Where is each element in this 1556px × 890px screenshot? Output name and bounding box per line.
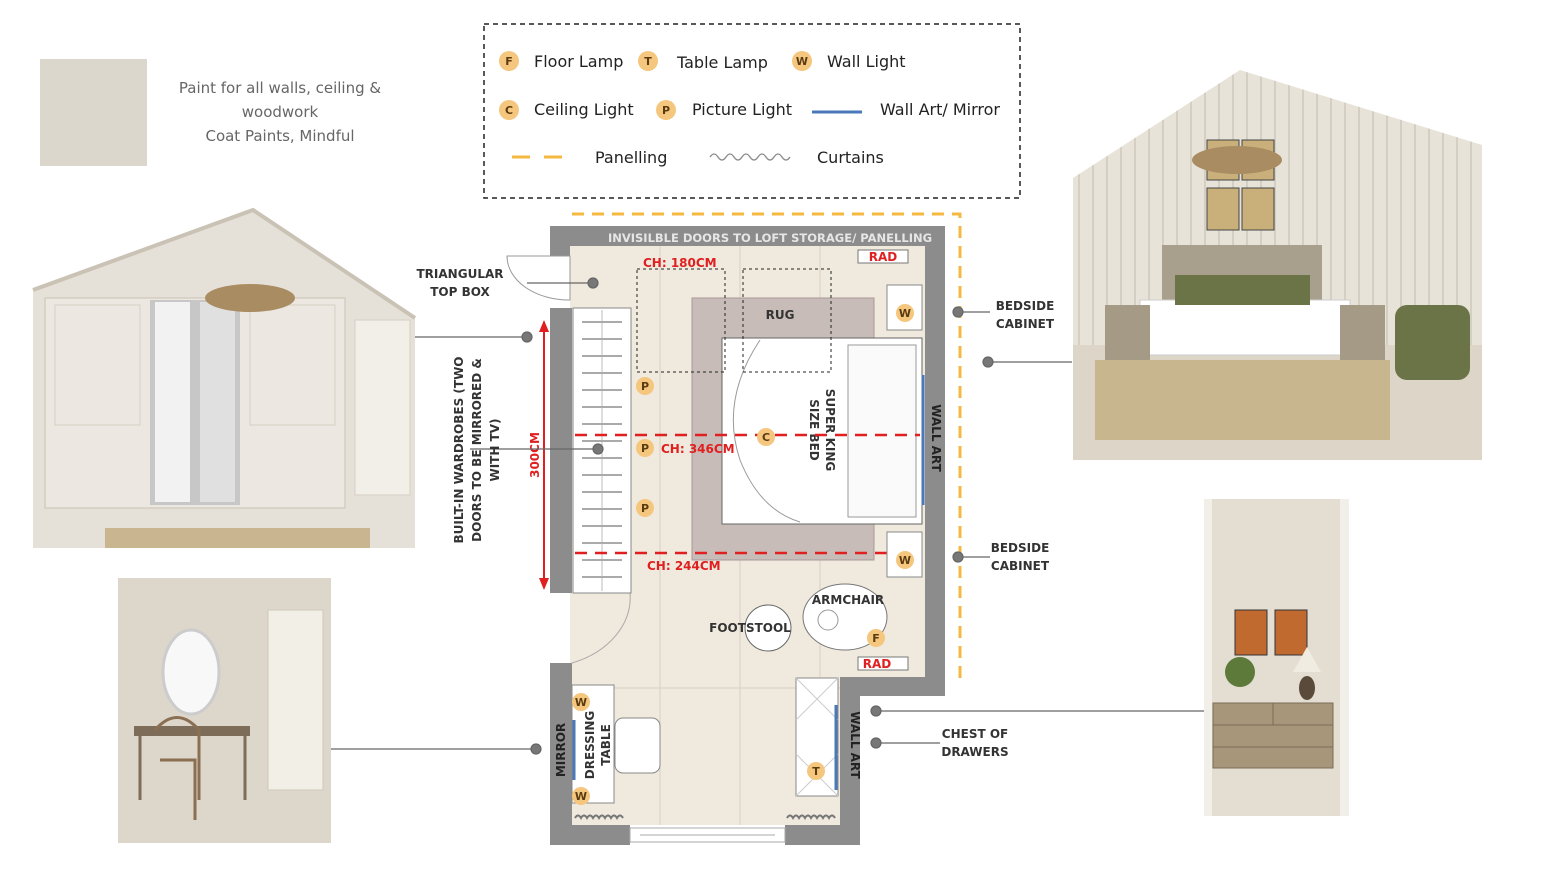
badge-letter: W [899,307,911,320]
ceiling-height-180: CH: 180CM [643,256,717,270]
curtains-icon [709,153,791,161]
footstool [744,604,792,652]
top-wall-label: INVISILBLE DOORS TO LOFT STORAGE/ PANELL… [608,231,932,245]
radiator-label: RAD [869,250,898,264]
callout-triangular-1: TRIANGULAR [417,267,504,281]
radiator-label: RAD [863,657,892,671]
rug-label: RUG [766,308,795,322]
mirror-label: MIRROR [554,723,568,777]
legend-wall-light: W Wall Light [792,51,906,71]
badge-letter: W [575,696,587,709]
wall-light-icon [792,51,812,71]
badge-letter: F [872,632,880,645]
callout-bedside-1: BEDSIDE [996,299,1055,313]
bed-wall-image [1073,70,1482,460]
picture-light-badge: P [636,499,654,517]
legend-label: Floor Lamp [534,52,623,71]
panelling-line [572,212,962,680]
legend-wall-art: Wall Art/ Mirror [812,100,1000,119]
legend-label: Ceiling Light [534,100,634,119]
curtain-right [786,814,836,820]
callout-bedside-1: BEDSIDE [991,541,1050,555]
ceiling-light-badge: C [757,428,775,446]
badge-letter: P [641,442,649,455]
dressing-label-1: DRESSING [583,711,597,780]
callout-wardrobe-1: BUILT-IN WARDROBES (TWO [452,356,466,543]
badge-letter: P [641,380,649,393]
dressing-area-image [118,578,331,843]
chest-of-drawers-image [1204,499,1349,816]
dressing-label-2: TABLE [599,724,613,766]
legend-label: Panelling [595,148,667,167]
bed-label-2: SIZE BED [807,399,821,461]
legend-picture-light: P Picture Light [656,100,792,120]
callout-bedside-2: CABINET [996,317,1055,331]
callout-triangular-2: TOP BOX [430,285,490,299]
low-ceiling-zone [636,268,726,373]
walls [550,226,945,845]
curtain-left [574,814,624,820]
paint-text-3: Coat Paints, Mindful [205,127,354,145]
legend-label: Curtains [817,148,884,167]
ceiling-height-244: CH: 244CM [647,559,721,573]
callout-chest-2: DRAWERS [941,745,1008,759]
legend-floor-lamp: F Floor Lamp [499,51,623,71]
callout-wardrobe-3: WITH TV) [488,418,502,481]
badge-letter: W [899,554,911,567]
dressing-chair [614,717,661,774]
super-king-bed: SUPER KING SIZE BED [721,337,923,525]
picture-light-badge: P [636,377,654,395]
legend-label: Wall Light [827,52,906,71]
paint-swatch [40,59,147,166]
floor-lamp-icon [499,51,519,71]
legend-label: Wall Art/ Mirror [880,100,1000,119]
paint-text-1: Paint for all walls, ceiling & [179,79,381,97]
wall-light-badge: W [896,551,914,569]
wardrobe-elevation-image [32,207,417,548]
wall-light-badge: W [896,304,914,322]
svg-text:C: C [505,104,513,117]
table-lamp-icon [638,51,658,71]
wall-art-label: WALL ART [848,711,862,779]
svg-text:P: P [662,104,670,117]
wall-art-label: WALL ART [929,404,943,472]
armchair [802,583,888,651]
table-lamp-badge: T [807,762,825,780]
low-ceiling-zone [742,268,832,373]
wall-light-badge: W [572,787,590,805]
wall-light-badge: W [572,693,590,711]
callouts [330,277,1205,755]
ceiling-height-346: CH: 346CM [661,442,735,456]
dimension-label: 300CM [528,432,542,478]
svg-text:F: F [505,55,513,68]
legend-panelling: Panelling [512,148,667,167]
legend-label: Table Lamp [676,53,768,72]
paint-text-2: woodwork [242,103,319,121]
picture-light-badge: P [636,439,654,457]
callout-bedside-2: CABINET [991,559,1050,573]
picture-light-icon [656,100,676,120]
bed-label-1: SUPER KING [823,389,837,471]
door-swing [571,592,631,664]
legend-ceiling-light: C Ceiling Light [499,100,634,120]
svg-text:W: W [796,55,808,68]
floor-lamp-badge: F [867,629,885,647]
badge-letter: T [812,765,820,778]
paint-swatch-panel: Paint for all walls, ceiling & woodwork … [40,59,381,166]
badge-letter: W [575,790,587,803]
legend-label: Picture Light [692,100,792,119]
badge-letter: P [641,502,649,515]
ceiling-light-icon [499,100,519,120]
legend: F Floor Lamp T Table Lamp W Wall Light C… [483,23,1021,199]
callout-chest-1: CHEST OF [942,727,1008,741]
triangular-top-box [506,255,571,301]
legend-curtains: Curtains [709,148,884,167]
armchair-label: ARMCHAIR [812,593,884,607]
badge-letter: C [762,431,770,444]
floor-plan: INVISILBLE DOORS TO LOFT STORAGE/ PANELL… [506,212,962,845]
svg-text:T: T [644,55,652,68]
legend-table-lamp: T Table Lamp [638,51,768,72]
footstool-label: FOOTSTOOL [709,621,791,635]
callout-wardrobe-2: DOORS TO BE MIRRORED & [470,358,484,542]
